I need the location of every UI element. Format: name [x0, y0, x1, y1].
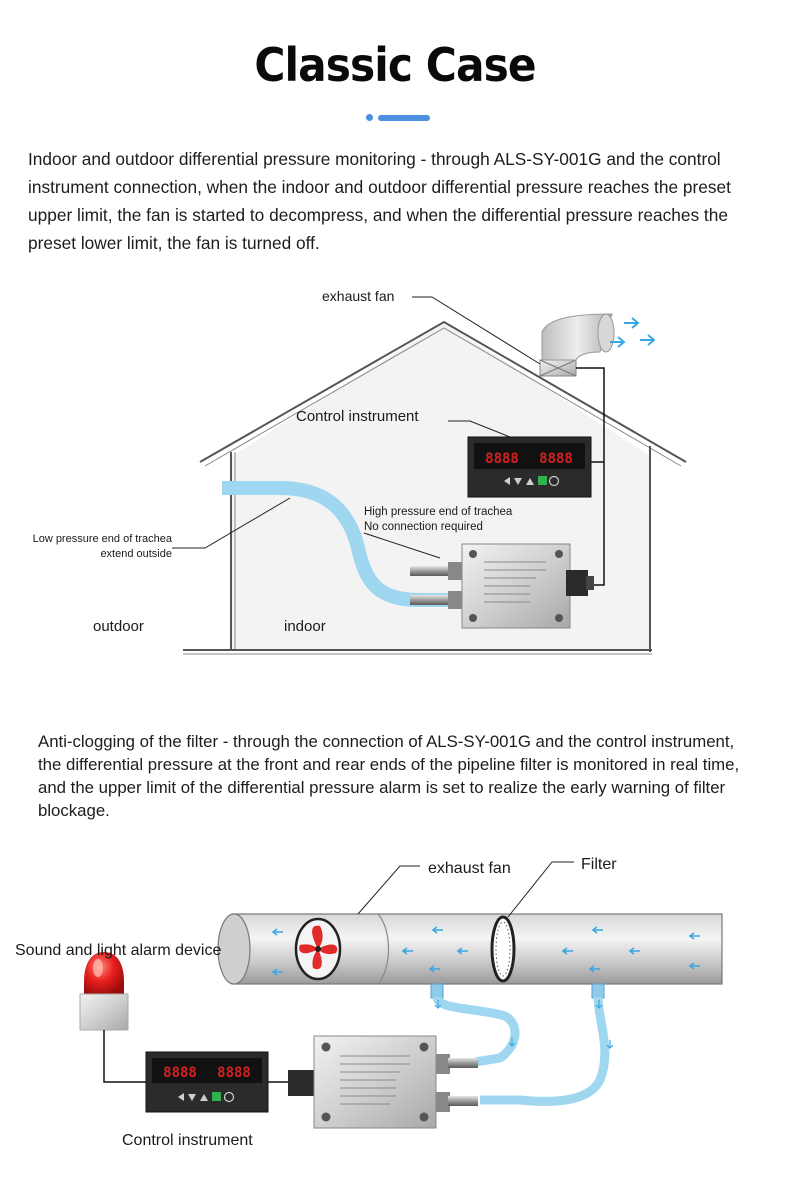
button-left-icon	[178, 1093, 184, 1101]
label-control-instrument: Control instrument	[296, 408, 419, 425]
control-instrument-2: 8888 8888	[145, 1051, 269, 1113]
tube-flow-arrow	[508, 1038, 516, 1047]
label-control-instrument-2: Control instrument	[122, 1132, 253, 1149]
flow-arrow	[688, 932, 700, 940]
front-tapping-port	[430, 983, 444, 999]
case2-description: Anti-clogging of the filter - through th…	[38, 732, 740, 820]
display-left: 8888	[163, 1065, 197, 1081]
flow-arrow	[688, 962, 700, 970]
tube-flow-arrow	[595, 1000, 603, 1009]
pipe-joint	[377, 913, 389, 985]
pipeline-diagram: 8888 8888	[15, 856, 723, 1149]
pipeline-filter	[490, 915, 516, 983]
flow-arrow	[591, 926, 603, 934]
pipe-opening	[217, 913, 251, 985]
pressure-transmitter-2	[288, 1035, 478, 1129]
display-left: 8888	[485, 451, 519, 467]
flow-arrow	[431, 926, 443, 934]
high-pressure-nozzle	[410, 566, 458, 576]
button-set-icon	[212, 1092, 221, 1101]
transmitter-body	[313, 1035, 437, 1129]
button-left-icon	[504, 477, 510, 485]
house-diagram: 8888 8888	[33, 288, 687, 655]
flow-arrow	[271, 928, 283, 936]
title-accent-bar	[378, 115, 430, 121]
label-low-pressure: Low pressure end of trachea	[33, 533, 173, 545]
display-right: 8888	[217, 1065, 251, 1081]
label-no-connection: No connection required	[364, 521, 483, 533]
flow-arrow	[401, 947, 413, 955]
nameplate-lines	[340, 1055, 410, 1105]
fan-elbow	[541, 313, 613, 361]
fan-blades	[299, 925, 338, 970]
filter-mesh	[495, 921, 511, 977]
label-outdoor: outdoor	[93, 618, 144, 635]
display-right: 8888	[539, 451, 573, 467]
flow-arrow	[588, 965, 600, 973]
pipe-flow-arrows	[271, 926, 700, 976]
tube-flow-arrow	[606, 1040, 614, 1049]
page-title: Classic Case	[254, 38, 536, 92]
low-pressure-nozzle	[448, 1096, 478, 1106]
label-high-pressure: High pressure end of trachea	[364, 506, 513, 518]
button-up-icon	[526, 478, 534, 485]
label-extend-outside: extend outside	[100, 548, 172, 560]
label-exhaust-fan: exhaust fan	[322, 288, 394, 304]
fan-outlet	[597, 313, 615, 353]
title-accent-dot	[366, 114, 373, 121]
flow-arrow	[456, 947, 468, 955]
tube-flow-arrow	[434, 1000, 442, 1009]
airflow-arrow	[624, 317, 640, 329]
airflow-arrow	[640, 334, 656, 346]
case1-description: Indoor and outdoor differential pressure…	[28, 149, 731, 253]
label-alarm: Sound and light alarm device	[15, 942, 221, 959]
flow-arrow	[428, 965, 440, 973]
roof-inner	[204, 327, 682, 467]
button-down-icon	[514, 478, 522, 485]
filter-ring	[490, 915, 516, 983]
label-indoor: indoor	[284, 618, 326, 635]
button-power-icon	[548, 475, 560, 487]
control-instrument-1: 8888 8888	[467, 436, 592, 498]
roof-outer	[199, 320, 687, 463]
low-pressure-nozzle	[410, 595, 458, 605]
flow-arrow	[628, 947, 640, 955]
nameplate-lines	[484, 561, 546, 603]
button-up-icon	[200, 1094, 208, 1101]
airflow-arrows	[610, 317, 656, 348]
rear-tube	[480, 996, 610, 1106]
leader-lines-2	[357, 861, 574, 918]
button-down-icon	[188, 1094, 196, 1101]
alarm-base	[79, 993, 129, 1031]
cable-gland	[288, 1070, 316, 1096]
cable-gland	[566, 570, 588, 596]
button-power-icon	[223, 1091, 235, 1103]
rear-tapping-port	[591, 983, 605, 999]
fan-wire	[576, 367, 605, 586]
flow-arrow	[271, 968, 283, 976]
pipeline-fan	[294, 917, 342, 981]
sound-light-alarm	[79, 952, 129, 1031]
front-tube	[432, 995, 520, 1067]
airflow-arrow	[610, 336, 626, 348]
label-filter: Filter	[581, 856, 617, 873]
alarm-wire	[103, 1030, 146, 1083]
alarm-dome	[84, 952, 124, 994]
pressure-transmitter-1	[410, 543, 594, 629]
leader-lines-1	[172, 296, 541, 559]
high-pressure-nozzle	[448, 1058, 478, 1068]
exhaust-fan-duct	[539, 313, 615, 377]
flow-arrow	[561, 947, 573, 955]
label-exhaust-fan-2: exhaust fan	[428, 860, 511, 877]
trachea-tube	[222, 481, 455, 607]
button-set-icon	[538, 476, 547, 485]
